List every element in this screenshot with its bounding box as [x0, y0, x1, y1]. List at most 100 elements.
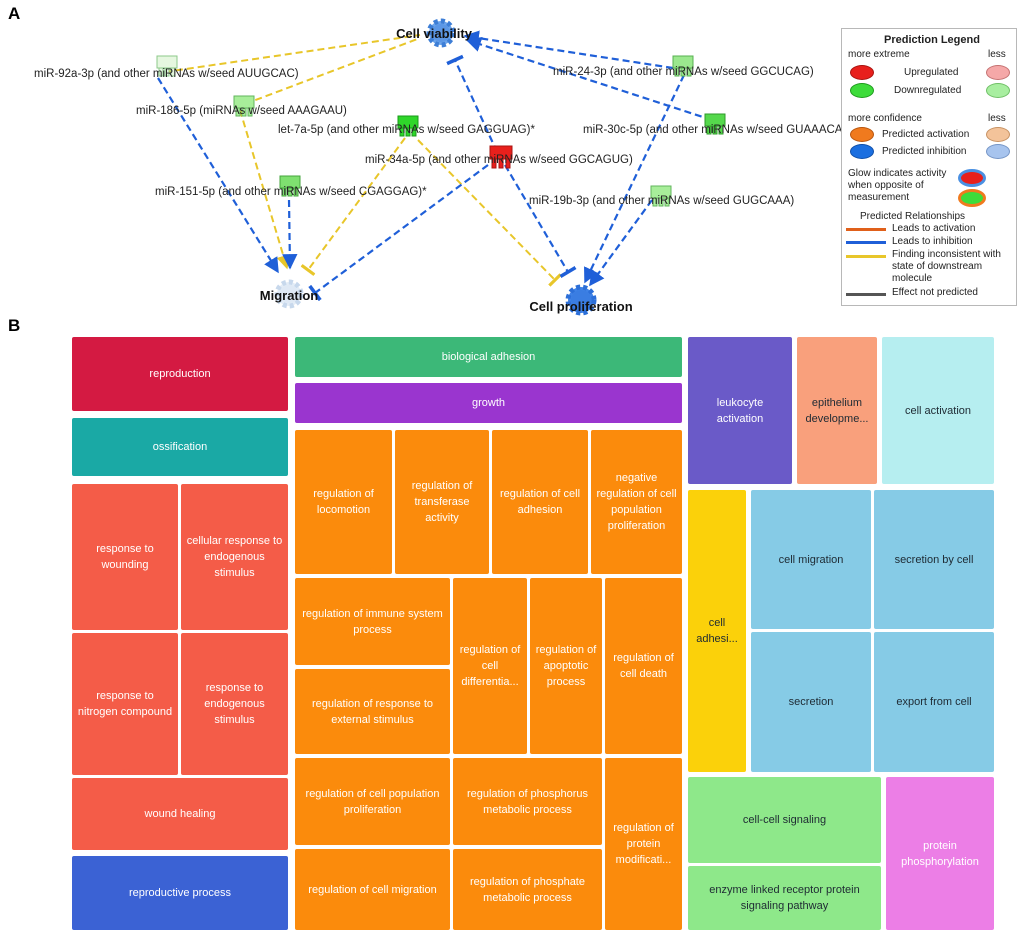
mir186-node-icon[interactable]: [233, 95, 255, 117]
tile-reproductive-process[interactable]: reproductive process: [72, 856, 288, 930]
tile-cell-cell-signaling[interactable]: cell-cell signaling: [688, 777, 881, 863]
not-predicted-line: [846, 293, 886, 296]
legend-less: less: [988, 49, 1006, 60]
edge-mir30c-viability: [465, 36, 713, 122]
tile-cellular-response-endogenous[interactable]: cellular response to endogenous stimulus: [181, 484, 288, 630]
mir34a-label: miR-34a-5p (and other miRNAs w/seed GGCA…: [365, 154, 633, 166]
tile-growth[interactable]: growth: [295, 383, 682, 423]
inconsistent-edges: [164, 34, 562, 287]
tile-cell-migration[interactable]: cell migration: [751, 490, 871, 629]
tile-secretion-by-cell[interactable]: secretion by cell: [874, 490, 994, 629]
mir24-node-icon[interactable]: [672, 55, 694, 77]
tile-regulation-of-transferase[interactable]: regulation of transferase activity: [395, 430, 489, 574]
activation-strong-swatch: [850, 127, 874, 142]
legend-leads-inhibition: Leads to inhibition: [892, 236, 973, 247]
legend-less-2: less: [988, 113, 1006, 124]
tile-leukocyte-activation[interactable]: leukocyte activation: [688, 337, 792, 484]
migration-label: Migration: [260, 288, 319, 303]
tile-epithelium-development[interactable]: epithelium developme...: [797, 337, 877, 484]
tile-regulation-of-apoptotic[interactable]: regulation of apoptotic process: [530, 578, 602, 754]
tile-ossification[interactable]: ossification: [72, 418, 288, 476]
downregulated-strong-swatch: [850, 83, 874, 98]
network-diagram: Cell viability Migration Cell proliferat…: [34, 18, 846, 316]
glow-red-swatch: [958, 169, 986, 187]
cell-viability-gear-icon[interactable]: [426, 18, 456, 48]
mir92a-node-icon[interactable]: [156, 55, 178, 77]
activation-light-swatch: [986, 127, 1010, 142]
tile-enzyme-linked-receptor[interactable]: enzyme linked receptor protein signaling…: [688, 866, 881, 930]
tile-wound-healing[interactable]: wound healing: [72, 778, 288, 850]
inhibition-light-swatch: [986, 144, 1010, 159]
legend-inconsistent-line-3: molecule: [892, 273, 933, 284]
tile-response-to-wounding[interactable]: response to wounding: [72, 484, 178, 630]
mir92a-label: miR-92a-3p (and other miRNAs w/seed AUUG…: [34, 68, 299, 80]
tile-response-to-endogenous[interactable]: response to endogenous stimulus: [181, 633, 288, 775]
upregulated-light-swatch: [986, 65, 1010, 80]
tile-regulation-of-cell-adhesion[interactable]: regulation of cell adhesion: [492, 430, 588, 574]
tile-regulation-of-cell-death[interactable]: regulation of cell death: [605, 578, 682, 754]
tile-regulation-of-cell-migration[interactable]: regulation of cell migration: [295, 849, 450, 930]
edge-mir19b-proliferation: [589, 199, 653, 287]
legend-not-predicted: Effect not predicted: [892, 287, 978, 298]
edge-mir92a-migration: [157, 77, 279, 274]
tile-regulation-of-protein-modification[interactable]: regulation of protein modificati...: [605, 758, 682, 930]
mir30c-label: miR-30c-5p (and other miRNAs w/seed GUAA…: [583, 124, 846, 136]
leads-activation-line: [846, 228, 886, 231]
tile-regulation-of-phosphorus[interactable]: regulation of phosphorus metabolic proce…: [453, 758, 602, 845]
panel-label-a: A: [8, 4, 21, 23]
mir34a-node-icon[interactable]: [489, 145, 513, 169]
edge-mir186-viability: [244, 37, 421, 105]
tile-reproduction[interactable]: reproduction: [72, 337, 288, 411]
tile-response-to-nitrogen[interactable]: response to nitrogen compound: [72, 633, 178, 775]
legend-more-confidence: more confidence: [848, 113, 922, 124]
panel-label-b: B: [8, 316, 21, 335]
mir24-label: miR-24-3p (and other miRNAs w/seed GGCUC…: [553, 66, 814, 78]
tile-export-from-cell[interactable]: export from cell: [874, 632, 994, 772]
inhibition-edges: [157, 30, 713, 302]
edge-mir186-migration: [239, 109, 291, 270]
let7a-node-icon[interactable]: [397, 115, 419, 137]
tile-biological-adhesion[interactable]: biological adhesion: [295, 337, 682, 377]
legend-relationships-title: Predicted Relationships: [860, 211, 966, 222]
tile-cell-adhesion[interactable]: cell adhesi...: [688, 490, 746, 772]
tile-cell-activation[interactable]: cell activation: [882, 337, 994, 484]
edge-mir92a-viability: [164, 34, 421, 73]
tile-regulation-of-cell-differentiation[interactable]: regulation of cell differentia...: [453, 578, 527, 754]
tile-regulation-of-locomotion[interactable]: regulation of locomotion: [295, 430, 392, 574]
edge-mir34a-migration: [308, 164, 489, 302]
prediction-legend: Prediction Legend more extreme less Upre…: [841, 28, 1017, 306]
tile-negative-regulation-proliferation[interactable]: negative regulation of cell population p…: [591, 430, 682, 574]
mir151-node-icon[interactable]: [279, 175, 301, 197]
tile-protein-phosphorylation[interactable]: protein phosphorylation: [886, 777, 994, 930]
legend-downregulated: Downregulated: [894, 85, 962, 96]
cell-proliferation-label: Cell proliferation: [529, 299, 632, 314]
legend-more-extreme: more extreme: [848, 49, 910, 60]
upregulated-strong-swatch: [850, 65, 874, 80]
cell-viability-label: Cell viability: [396, 26, 473, 41]
tile-regulation-of-immune[interactable]: regulation of immune system process: [295, 578, 450, 665]
edge-mir24-viability: [463, 30, 674, 70]
legend-glow-line-3: measurement: [848, 192, 910, 203]
tile-regulation-of-response-external[interactable]: regulation of response to external stimu…: [295, 669, 450, 754]
cell-proliferation-gear-icon[interactable]: [565, 284, 597, 316]
mir151-label: miR-151-5p (and other miRNAs w/seed CGAG…: [155, 186, 427, 198]
edge-mir34a-proliferation: [504, 164, 577, 278]
legend-inconsistent-line-1: Finding inconsistent with: [892, 249, 1001, 260]
leads-inhibition-line: [846, 241, 886, 244]
legend-inconsistent-line-2: state of downstream: [892, 261, 983, 272]
mir19b-label: miR-19b-3p (and other miRNAs w/seed GUGC…: [529, 195, 794, 207]
tile-regulation-of-phosphate[interactable]: regulation of phosphate metabolic proces…: [453, 849, 602, 930]
mir30c-node-icon[interactable]: [704, 113, 726, 135]
migration-gear-icon[interactable]: [274, 279, 304, 309]
legend-glow-line-2: when opposite of: [848, 180, 924, 191]
edge-let7a-migration: [300, 137, 406, 277]
mir19b-node-icon[interactable]: [650, 185, 672, 207]
tile-secretion[interactable]: secretion: [751, 632, 871, 772]
tile-regulation-of-cell-population-proliferation[interactable]: regulation of cell population proliferat…: [295, 758, 450, 845]
legend-predicted-activation: Predicted activation: [882, 129, 970, 140]
mir186-label: miR-186-5p (miRNAs w/seed AAAGAAU): [136, 105, 347, 117]
edge-mir24-proliferation: [584, 74, 685, 284]
legend-upregulated: Upregulated: [904, 67, 959, 78]
let7a-label: let-7a-5p (and other miRNAs w/seed GAGGU…: [278, 124, 535, 136]
glow-green-swatch: [958, 189, 986, 207]
